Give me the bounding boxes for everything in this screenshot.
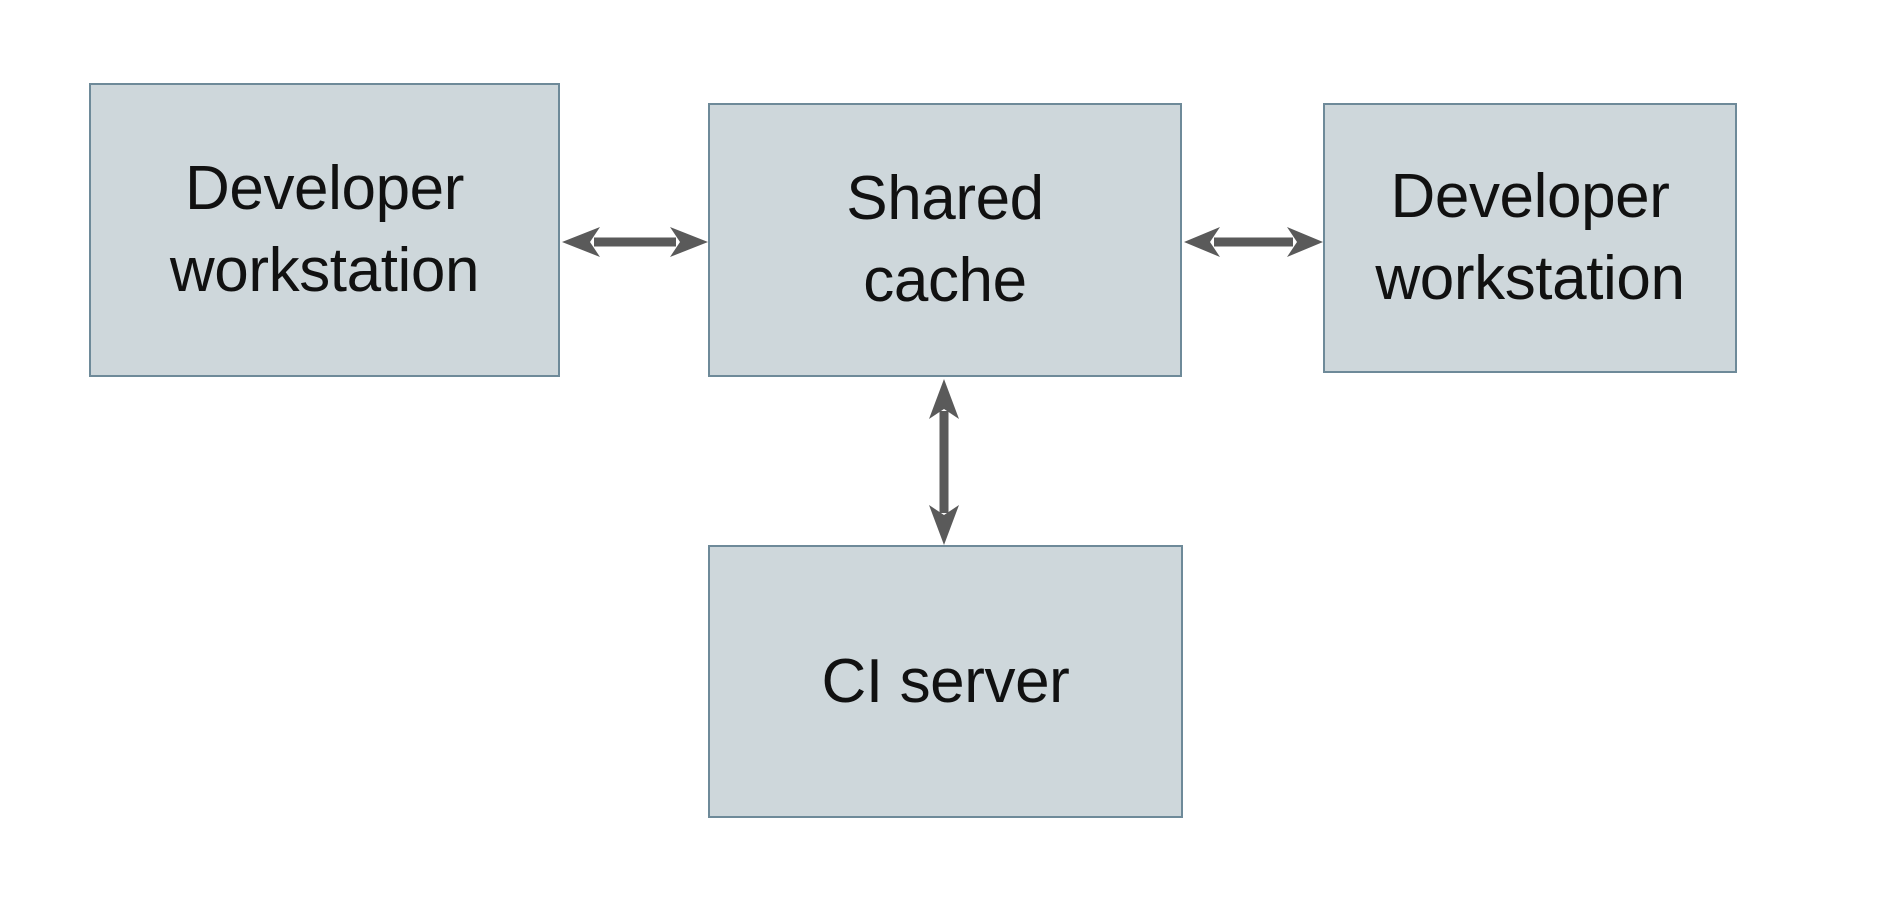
node-label: CI server bbox=[821, 646, 1070, 716]
node-label: Developer workstation bbox=[169, 154, 480, 305]
node-developer-workstation-left[interactable]: Developer workstation bbox=[89, 83, 560, 377]
double-headed-arrow-icon bbox=[1184, 227, 1323, 257]
node-shared-cache[interactable]: Shared cache bbox=[708, 103, 1182, 377]
edge-shared-cache-to-developer-right bbox=[1182, 218, 1325, 266]
double-headed-arrow-icon bbox=[562, 227, 708, 257]
node-label: Developer workstation bbox=[1375, 162, 1685, 313]
double-headed-arrow-icon bbox=[929, 379, 959, 545]
node-label: Shared cache bbox=[846, 164, 1044, 315]
node-developer-workstation-right[interactable]: Developer workstation bbox=[1323, 103, 1737, 373]
edge-developer-left-to-shared-cache bbox=[560, 218, 710, 266]
edge-shared-cache-to-ci-server bbox=[920, 377, 968, 547]
node-ci-server[interactable]: CI server bbox=[708, 545, 1183, 818]
